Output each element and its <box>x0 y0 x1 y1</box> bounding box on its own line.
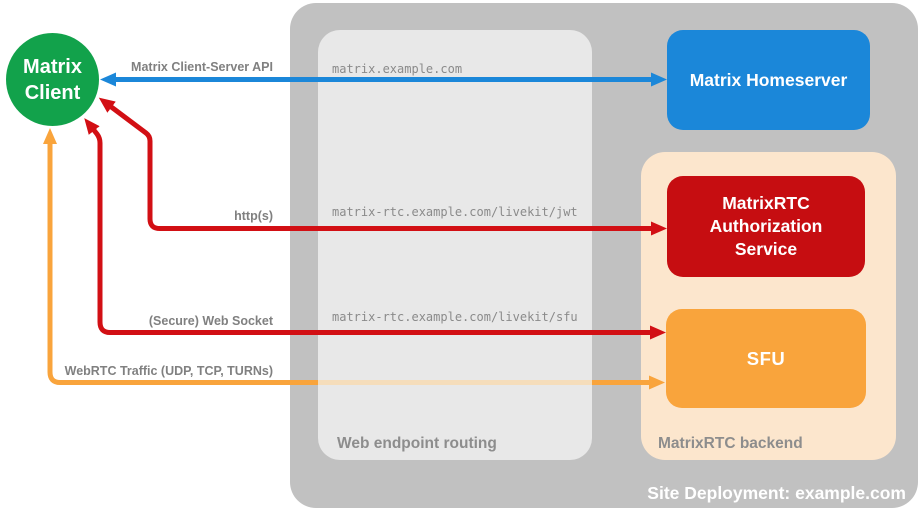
node-matrix-client: Matrix Client <box>6 33 99 126</box>
label-https: http(s) <box>234 209 273 223</box>
label-webrtc-traffic: WebRTC Traffic (UDP, TCP, TURNs) <box>64 364 273 378</box>
matrix-client-label: Matrix Client <box>23 55 82 104</box>
endpoint-matrix-example-com: matrix.example.com <box>332 62 463 76</box>
node-matrixrtc-authorization-service: MatrixRTC Authorization Service <box>667 176 865 277</box>
arrow-client-sfu-webrtc <box>43 128 318 385</box>
authorization-service-label: MatrixRTC Authorization Service <box>709 193 823 259</box>
endpoint-livekit-jwt: matrix-rtc.example.com/livekit/jwt <box>332 205 578 219</box>
label-matrix-client-server-api: Matrix Client-Server API <box>131 60 273 74</box>
site-deployment-caption: Site Deployment: example.com <box>647 483 906 503</box>
endpoint-livekit-sfu: matrix-rtc.example.com/livekit/sfu <box>332 310 578 324</box>
node-sfu: SFU <box>666 309 866 408</box>
matrixrtc-backend-caption: MatrixRTC backend <box>658 435 803 452</box>
node-matrix-homeserver: Matrix Homeserver <box>667 30 870 130</box>
matrix-homeserver-label: Matrix Homeserver <box>689 69 848 90</box>
web-endpoint-routing-panel <box>318 30 592 460</box>
web-endpoint-routing-caption: Web endpoint routing <box>337 435 497 452</box>
label-secure-web-socket: (Secure) Web Socket <box>148 314 273 328</box>
sfu-label: SFU <box>746 347 786 369</box>
